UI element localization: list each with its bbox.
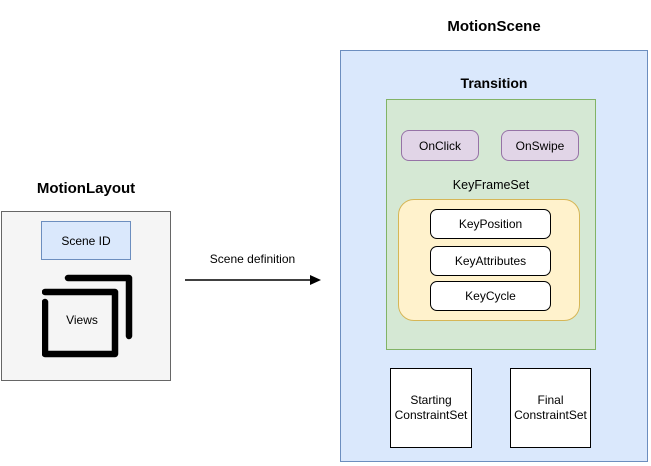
keyattributes-box: KeyAttributes [430,246,551,276]
scene-definition-label: Scene definition [209,252,296,266]
scene-id-box: Scene ID [41,221,131,260]
motion-layout-title: MotionLayout [36,180,136,197]
onswipe-label: OnSwipe [515,138,565,153]
keycycle-label: KeyCycle [465,289,516,303]
final-constraintset-label: Final ConstraintSet [514,393,587,422]
keyattributes-label: KeyAttributes [454,254,527,268]
transition-title: Transition [460,75,528,91]
onswipe-box: OnSwipe [501,130,579,161]
final-constraintset-box: Final ConstraintSet [510,368,591,448]
onclick-label: OnClick [418,138,461,153]
keyposition-label: KeyPosition [458,217,523,231]
scene-id-label: Scene ID [61,233,111,248]
scene-definition-arrow [185,275,321,285]
keyposition-box: KeyPosition [430,209,551,239]
views-icon [42,274,133,358]
starting-constraintset-label: Starting ConstraintSet [394,393,468,422]
onclick-box: OnClick [401,130,479,161]
starting-constraintset-box: Starting ConstraintSet [390,368,472,448]
keyframeset-title: KeyFrameSet [452,178,530,192]
views-label: Views [66,313,98,327]
motion-scene-title: MotionScene [447,18,541,35]
keycycle-box: KeyCycle [430,281,551,311]
